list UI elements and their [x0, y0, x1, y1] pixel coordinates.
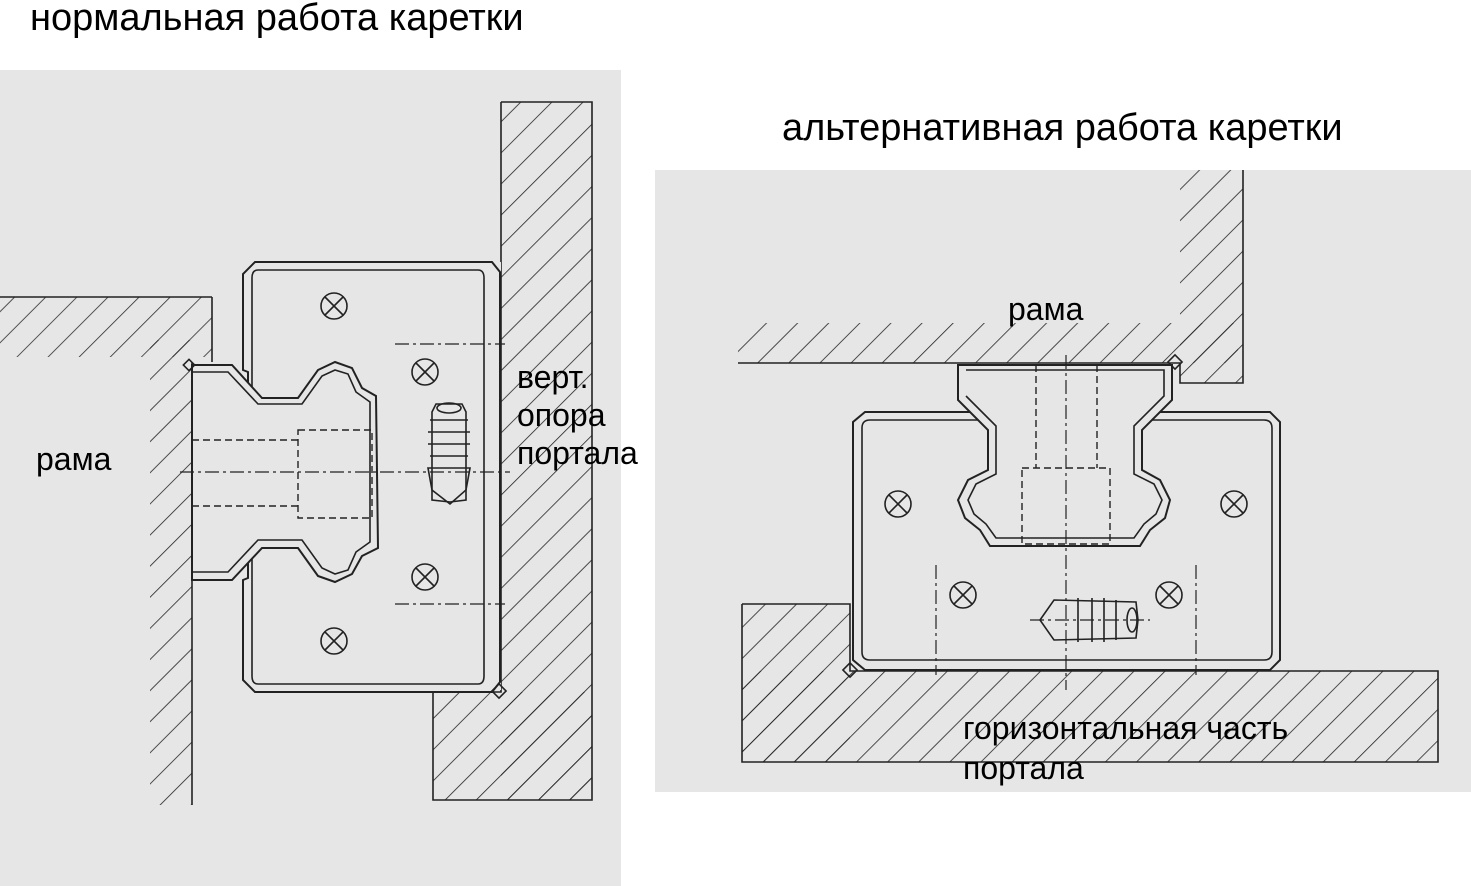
support-label-line: портала	[517, 435, 638, 471]
screw-icon	[1220, 490, 1248, 518]
left-frame-label: рама	[36, 441, 112, 477]
screw-icon	[411, 358, 439, 386]
portal-label-line: портала	[963, 750, 1084, 786]
right-frame-label: рама	[1008, 291, 1084, 327]
right-diagram-title: альтернативная работа каретки	[782, 107, 1343, 149]
screw-icon	[949, 581, 977, 609]
left-support-label: верт. опора портала	[517, 358, 638, 472]
support-label-line: верт.	[517, 359, 589, 395]
right-horizontal-portal	[741, 603, 1439, 763]
left-frame	[0, 296, 213, 805]
left-vertical-support	[432, 101, 593, 801]
screw-icon	[1155, 581, 1183, 609]
left-diagram-title: нормальная работа каретки	[30, 0, 524, 39]
grease-nipple-icon	[1030, 598, 1150, 642]
portal-label-line: горизонтальная часть	[963, 710, 1289, 746]
screw-icon	[320, 292, 348, 320]
right-frame	[738, 170, 1244, 384]
right-portal-label: горизонтальная часть портала	[963, 708, 1288, 788]
left-carriage	[180, 261, 510, 700]
screw-icon	[411, 563, 439, 591]
grease-nipple-icon	[427, 402, 471, 506]
right-carriage	[841, 353, 1281, 690]
support-label-line: опора	[517, 397, 606, 433]
screw-icon	[320, 627, 348, 655]
screw-icon	[884, 490, 912, 518]
